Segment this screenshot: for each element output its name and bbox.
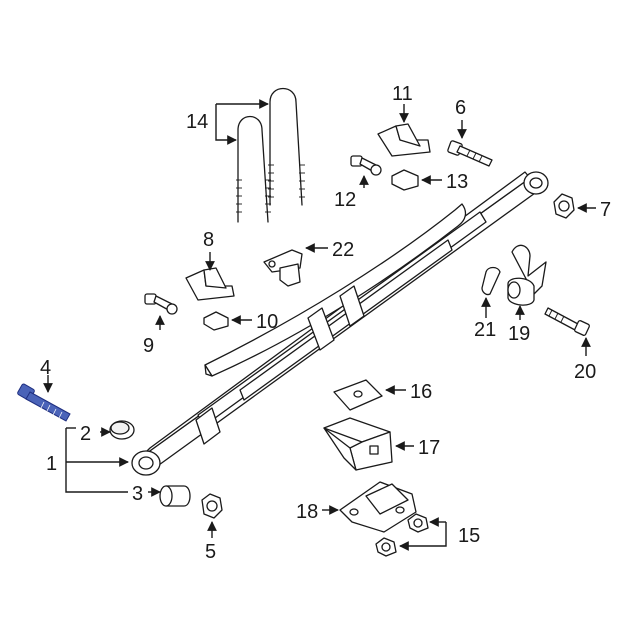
callout-8: 8 <box>203 229 214 251</box>
upper-shackle-bracket <box>377 123 431 157</box>
leaf-spring <box>131 171 549 476</box>
callout-5: 5 <box>205 541 216 563</box>
front-spring-bracket <box>185 267 235 301</box>
callout-2: 2 <box>80 423 91 445</box>
spring-bumper-bracket <box>263 249 303 287</box>
callout-6: 6 <box>455 97 466 119</box>
upper-bracket-nut <box>391 169 419 191</box>
bracket-bolt <box>144 293 178 315</box>
callout-4: 4 <box>40 357 51 379</box>
bracket-nut <box>203 311 229 331</box>
leader-lines <box>43 99 596 551</box>
rear-shackle-bolt <box>447 140 493 167</box>
rear-spring-eye <box>523 171 549 195</box>
callout-16: 16 <box>410 381 432 403</box>
callout-labels: 1 2 3 4 5 6 7 8 9 10 11 12 13 14 15 16 1… <box>40 83 611 563</box>
callout-22: 22 <box>332 239 354 261</box>
callout-21: 21 <box>474 319 496 341</box>
eye-bushing-cap <box>109 420 135 440</box>
rear-shackle-nut <box>553 193 575 219</box>
callout-3: 3 <box>132 483 143 505</box>
callout-7: 7 <box>600 199 611 221</box>
callout-18: 18 <box>296 501 318 523</box>
upper-bracket-bolt <box>350 155 382 176</box>
callout-13: 13 <box>446 171 468 193</box>
callout-17: 17 <box>418 437 440 459</box>
callout-20: 20 <box>574 361 596 383</box>
shackle-bushing <box>481 266 501 296</box>
callout-12: 12 <box>334 189 356 211</box>
shackle-bolt <box>544 307 590 336</box>
front-spring-eye <box>131 450 161 476</box>
front-eye-bolt-highlighted <box>17 383 71 422</box>
u-bolt-pair <box>236 87 305 223</box>
callout-19: 19 <box>508 323 530 345</box>
callout-1: 1 <box>46 453 57 475</box>
callout-14: 14 <box>186 111 208 133</box>
callout-11: 11 <box>392 83 413 105</box>
callout-9: 9 <box>143 335 154 357</box>
callout-15: 15 <box>458 525 480 547</box>
spring-plate <box>339 481 417 533</box>
callout-10: 10 <box>256 311 278 333</box>
eye-bushing <box>159 485 191 507</box>
front-eye-nut <box>201 493 223 519</box>
axle-spacer-block <box>323 417 393 471</box>
spring-pad <box>333 379 383 411</box>
spring-plate-nuts <box>375 513 429 557</box>
spring-shackle <box>507 244 547 306</box>
